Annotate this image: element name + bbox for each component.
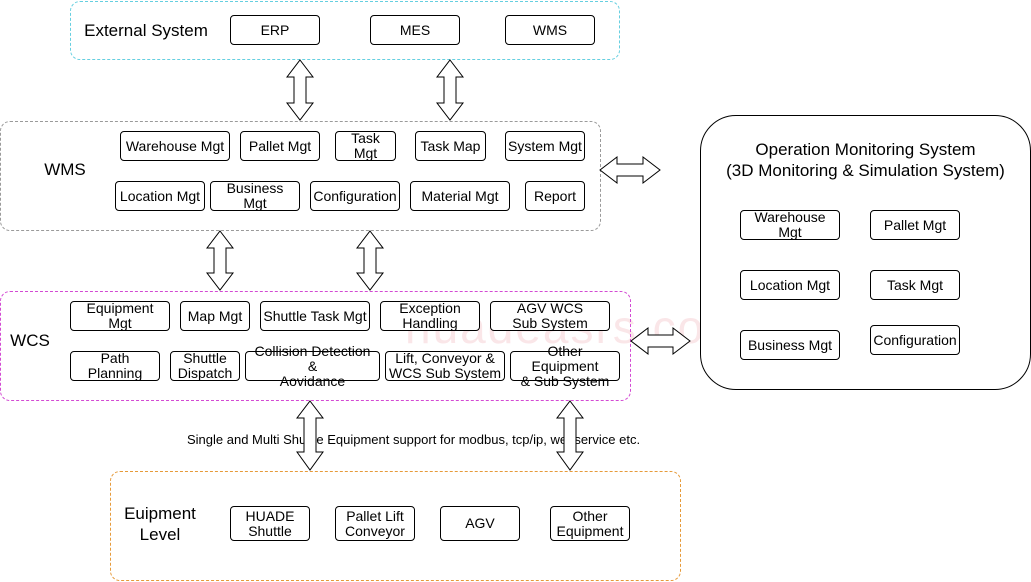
wms-group — [0, 121, 601, 231]
wms-node-task-mgt: Task Mgt — [335, 131, 396, 161]
arrow-wms-ops — [599, 155, 661, 185]
arrow-mes-wms — [435, 59, 465, 121]
equipment-node-agv: AGV — [440, 506, 520, 541]
external-node-erp: ERP — [230, 15, 320, 45]
external-system-group — [70, 1, 620, 60]
wms-node-warehouse-mgt: Warehouse Mgt — [120, 131, 230, 161]
arrow-wcs-equipment-left — [295, 400, 325, 471]
wcs-node-path-planning: Path Planning — [70, 351, 160, 381]
ops-node-task-mgt: Task Mgt — [870, 270, 960, 300]
arrow-erp-wms — [285, 59, 315, 121]
arrow-wms-wcs-left — [205, 230, 235, 291]
wcs-node-shuttle-task-mgt: Shuttle Task Mgt — [260, 301, 370, 331]
wms-node-material-mgt: Material Mgt — [410, 181, 510, 211]
arrow-wcs-ops — [630, 326, 691, 356]
wms-node-system-mgt: System Mgt — [505, 131, 585, 161]
ops-node-configuration: Configuration — [870, 325, 960, 355]
wms-node-pallet-mgt: Pallet Mgt — [240, 131, 320, 161]
wms-node-configuration: Configuration — [310, 181, 400, 211]
equipment-node-huade-shuttle: HUADE Shuttle — [230, 506, 310, 541]
wcs-node-lift-conveyor: Lift, Conveyor & WCS Sub System — [385, 351, 505, 381]
ops-node-business-mgt: Business Mgt — [740, 330, 840, 360]
wcs-node-equipment-mgt: Equipment Mgt — [70, 301, 170, 331]
protocol-note: Single and Multi Shuttle Equipment suppo… — [187, 432, 641, 447]
wcs-group — [0, 291, 631, 401]
ops-node-location-mgt: Location Mgt — [740, 270, 840, 300]
arrow-wms-wcs-right — [355, 230, 385, 291]
wms-node-task-map: Task Map — [415, 131, 486, 161]
external-node-wms: WMS — [505, 15, 595, 45]
equipment-level-label: Euipment Level — [124, 504, 196, 544]
equipment-level-group — [110, 471, 681, 581]
equipment-node-other-equipment: Other Equipment — [550, 506, 630, 541]
ops-node-pallet-mgt: Pallet Mgt — [870, 210, 960, 240]
operation-monitoring-label: Operation Monitoring System (3D Monitori… — [726, 140, 1005, 180]
equipment-node-pallet-lift-conveyor: Pallet Lift Conveyor — [335, 506, 415, 541]
external-system-label: External System — [84, 21, 208, 40]
wms-label: WMS — [44, 160, 86, 179]
external-node-mes: MES — [370, 15, 460, 45]
wms-node-business-mgt: Business Mgt — [210, 181, 300, 211]
ops-node-warehouse-mgt: Warehouse Mgt — [740, 210, 840, 240]
wcs-node-exception-handling: Exception Handling — [380, 301, 480, 331]
wms-node-location-mgt: Location Mgt — [115, 181, 205, 211]
wcs-label: WCS — [10, 331, 50, 350]
wms-node-report: Report — [525, 181, 585, 211]
arrow-wcs-equipment-right — [555, 400, 585, 471]
wcs-node-map-mgt: Map Mgt — [180, 301, 250, 331]
wcs-node-shuttle-dispatch: Shuttle Dispatch — [170, 351, 240, 381]
wcs-node-agv-wcs-sub-system: AGV WCS Sub System — [490, 301, 610, 331]
